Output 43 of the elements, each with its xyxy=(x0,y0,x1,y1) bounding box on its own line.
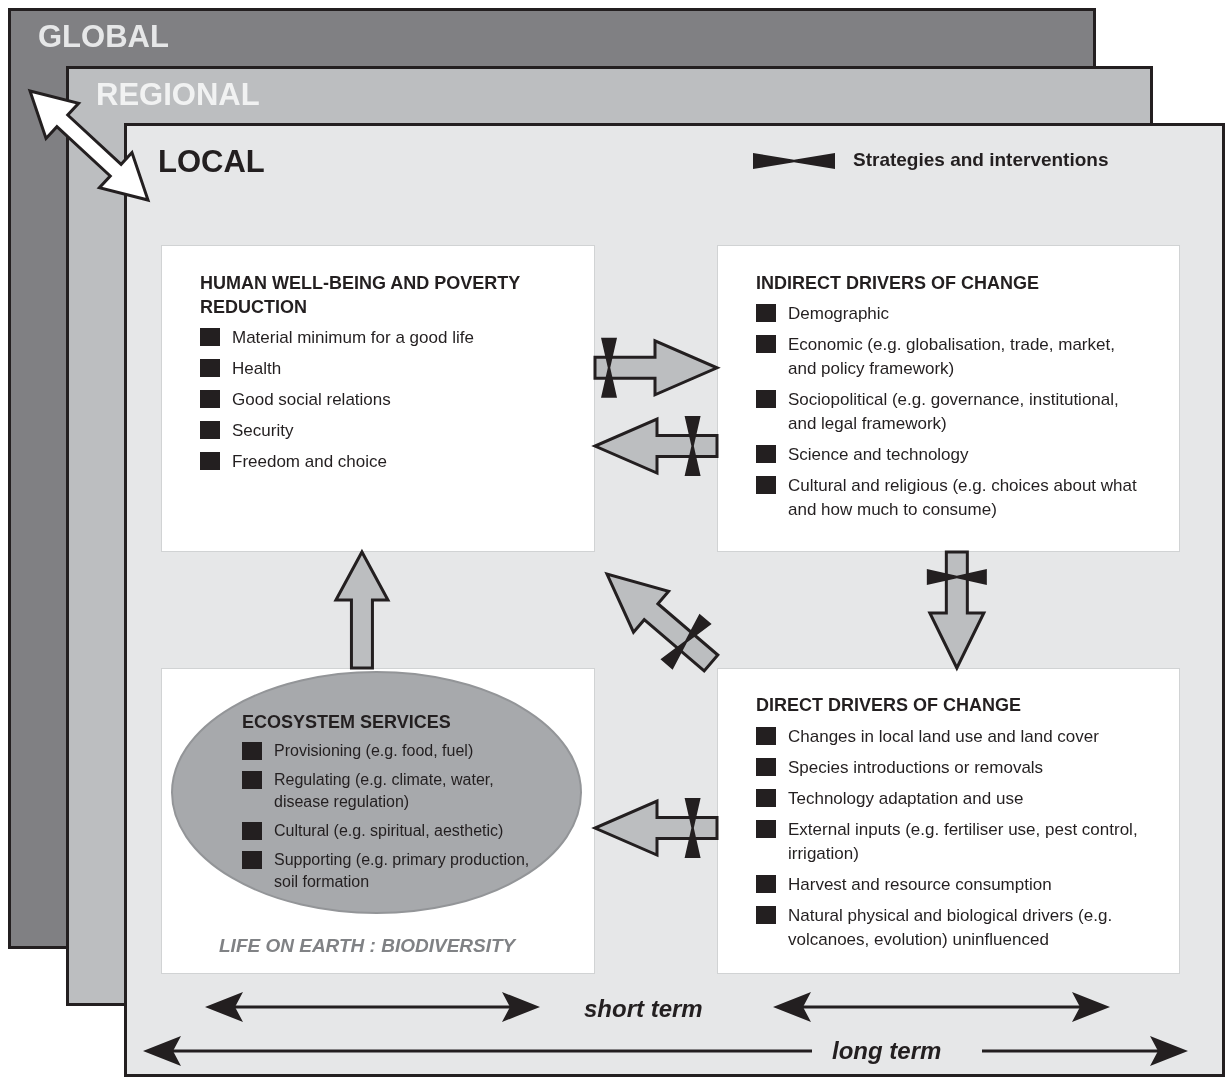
list-item: Demographic xyxy=(756,302,1148,326)
list-item: Changes in local land use and land cover xyxy=(756,725,1148,749)
direct-drivers-box xyxy=(717,668,1180,974)
block-arrow xyxy=(593,337,721,398)
list-item: Natural physical and biological drivers (e.g. volcanoes, evolution) uninfluenced xyxy=(756,904,1148,952)
list-item: Security xyxy=(200,419,580,443)
ecosystem-services-ellipse xyxy=(170,670,583,915)
list-item: Sociopolitical (e.g. governance, institutional, and legal framework) xyxy=(756,388,1148,436)
list-item: Health xyxy=(200,357,580,381)
list-item: Species introductions or removals xyxy=(756,756,1148,780)
box-heading: HUMAN WELL-BEING AND POVERTY REDUCTION xyxy=(200,272,521,319)
timescale-label: long term xyxy=(832,1037,942,1065)
block-arrow xyxy=(591,798,719,859)
indirect-drivers-box xyxy=(717,245,1180,552)
block-arrow xyxy=(591,416,719,477)
list-item: Supporting (e.g. primary production, soil formation xyxy=(242,849,532,893)
local-panel xyxy=(124,123,1225,1077)
block-arrow xyxy=(604,571,720,674)
regional-panel xyxy=(66,66,1153,126)
list-item: Good social relations xyxy=(200,388,580,412)
block-arrow xyxy=(333,548,391,670)
list-item: Freedom and choice xyxy=(200,450,580,474)
list-item: Material minimum for a good life xyxy=(200,326,580,350)
block-arrow xyxy=(926,550,987,672)
legend-text: Strategies and interventions xyxy=(853,149,1109,171)
block-arrow xyxy=(27,88,151,203)
well-being-box xyxy=(161,245,595,552)
box-caption: LIFE ON EARTH : BIODIVERSITY xyxy=(219,935,516,957)
list-item: Economic (e.g. globalisation, trade, market, and policy framework) xyxy=(756,333,1148,381)
list-item: External inputs (e.g. fertiliser use, pest control, irrigation) xyxy=(756,818,1148,866)
global-panel xyxy=(8,8,1096,69)
list-item: Regulating (e.g. climate, water, disease regulation) xyxy=(242,769,532,813)
box-heading: INDIRECT DRIVERS OF CHANGE xyxy=(756,272,1041,295)
list-item: Cultural and religious (e.g. choices about what and how much to consume) xyxy=(756,474,1148,522)
panel-title: GLOBAL xyxy=(38,19,169,55)
list-item: Harvest and resource consumption xyxy=(756,873,1148,897)
list-item: Science and technology xyxy=(756,443,1148,467)
list-item: Technology adaptation and use xyxy=(756,787,1148,811)
panel-title: LOCAL xyxy=(158,144,265,180)
timescale-label: short term xyxy=(584,995,703,1023)
box-heading: ECOSYSTEM SERVICES xyxy=(242,711,452,734)
box-heading: DIRECT DRIVERS OF CHANGE xyxy=(756,694,1023,717)
biodiversity-box xyxy=(161,668,595,974)
